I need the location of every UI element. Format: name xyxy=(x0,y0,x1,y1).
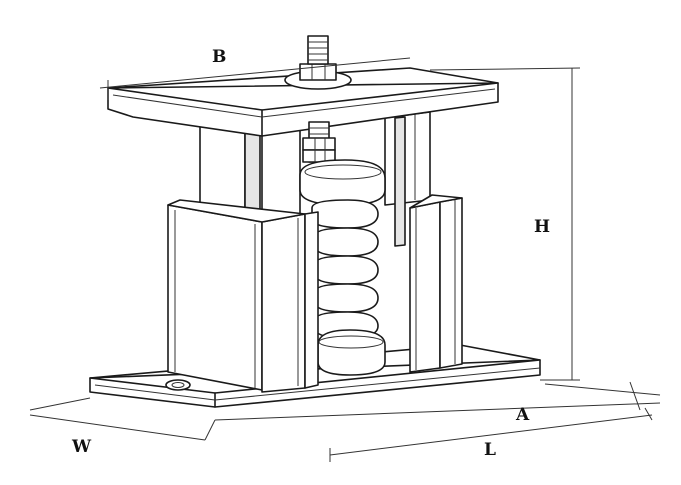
label-l: L xyxy=(484,440,496,460)
threaded-rod xyxy=(307,35,329,65)
top-plate xyxy=(107,67,499,137)
mounting-hole xyxy=(165,379,191,391)
label-b: B xyxy=(212,47,226,67)
dimension-lines xyxy=(29,57,661,462)
adjusting-rod xyxy=(302,121,336,163)
right-guide xyxy=(409,194,463,373)
top-bolt xyxy=(284,35,352,90)
hex-nut xyxy=(299,63,337,81)
label-h: H xyxy=(534,217,550,237)
label-w: W xyxy=(71,437,92,457)
label-a: A xyxy=(515,405,530,425)
lock-nut xyxy=(302,137,336,151)
coil-spring xyxy=(299,159,386,376)
front-housing xyxy=(167,199,319,393)
